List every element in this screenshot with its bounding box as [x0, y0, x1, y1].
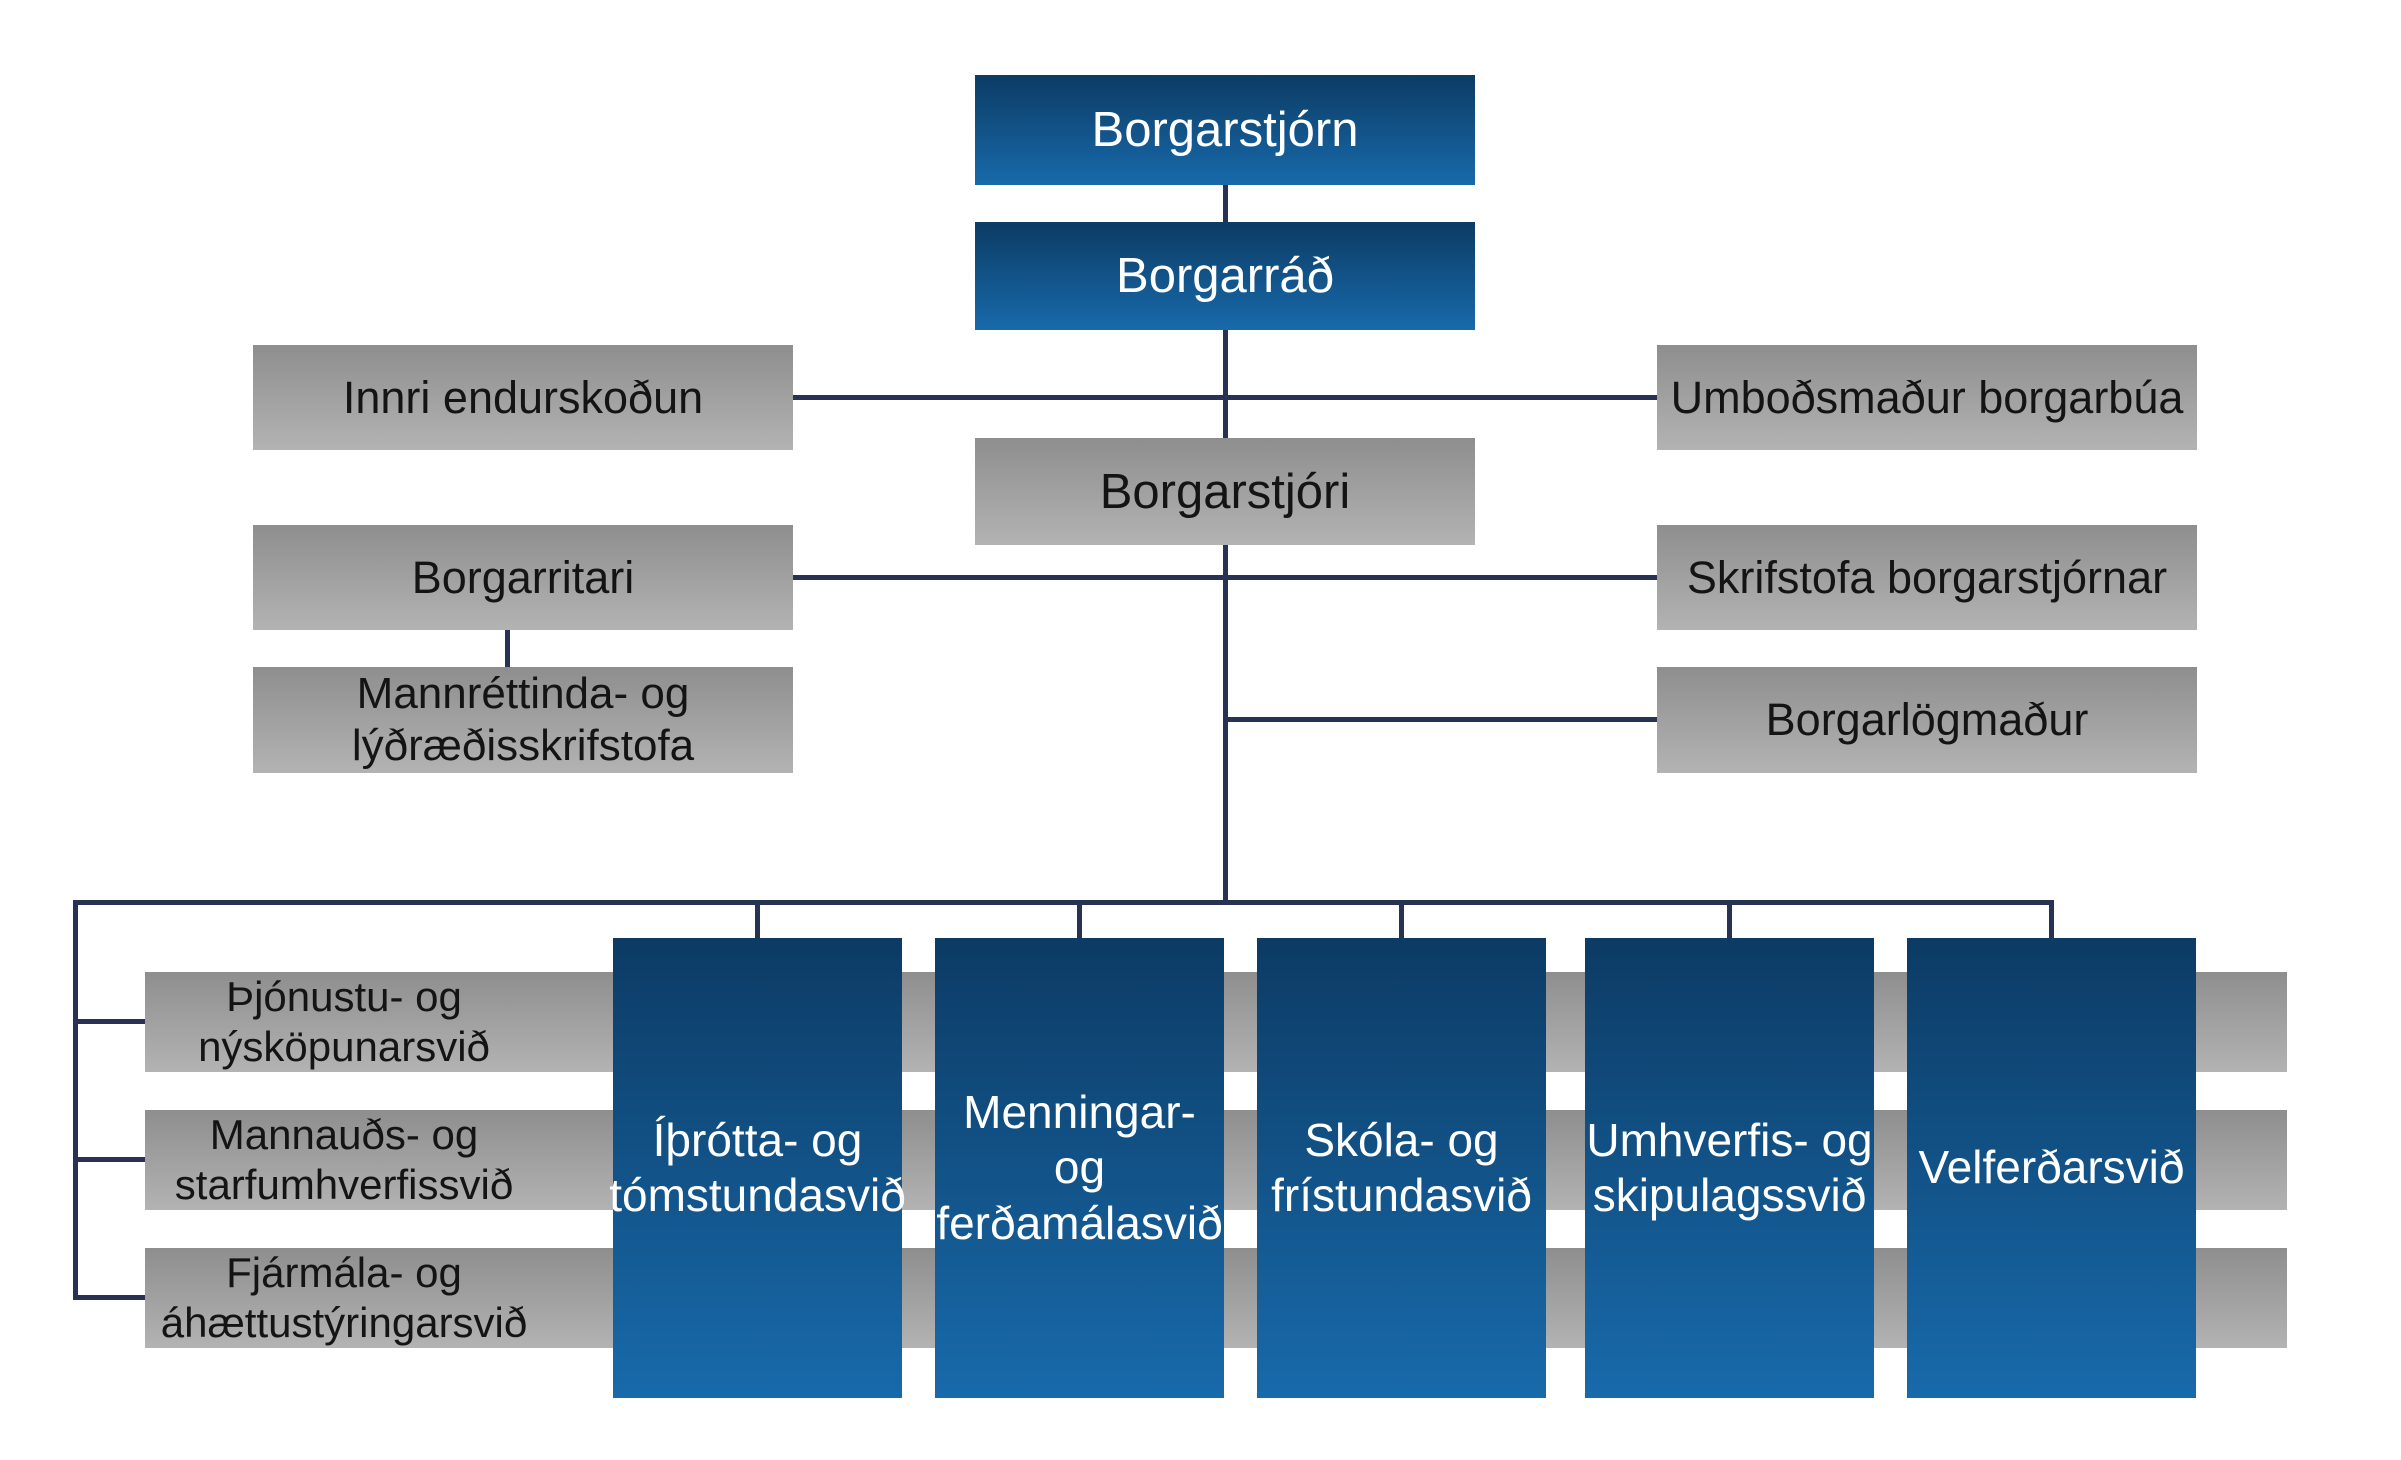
node-label-line: Mannréttinda- og [356, 669, 690, 719]
division-column-label-line: Velferðarsvið [1918, 1141, 2185, 1194]
node-label: Skrifstofa borgarstjórnar [1686, 551, 2168, 603]
connector-borgarstjorn-borgarrad [1223, 185, 1228, 222]
connector-branch-mannauds [73, 1157, 145, 1162]
division-column-label: Menningar- og ferðamálasvið [935, 1085, 1224, 1251]
node-label: Innri endurskoðun [342, 371, 704, 423]
division-row-label-thjonustu: Þjónustu- og nýsköpunarsvið [145, 972, 543, 1072]
node-label: Borgarstjóri [1099, 464, 1351, 519]
connector-borgarritari-mannrettinda [505, 630, 510, 667]
node-borgarstjorn: Borgarstjórn [975, 75, 1475, 185]
node-innri-endurskodun: Innri endurskoðun [253, 345, 793, 450]
division-column-label-line: tómstundasvið [609, 1169, 906, 1221]
division-column-label-line: Íþrótta- og [652, 1113, 863, 1166]
node-umbodsmadur-borgarbua: Umboðsmaður borgarbúa [1657, 345, 2197, 450]
connector-branch-thjonustu [73, 1019, 145, 1024]
node-mannrettinda-skrifstofa: Mannréttinda- og lýðræðisskrifstofa [253, 667, 793, 773]
division-row-label-line: starfumhverfissvið [174, 1161, 514, 1208]
node-label: Borgarritari [411, 551, 635, 603]
division-column-label: Skóla- og frístundasvið [1271, 1113, 1532, 1223]
division-row-label-line: Fjármála- og [226, 1248, 462, 1296]
connector-drop-skola [1399, 902, 1404, 938]
division-column-label: Íþrótta- og tómstundasvið [609, 1113, 906, 1223]
connector-drop-menningar [1077, 902, 1082, 938]
division-column-label-line: frístundasvið [1271, 1169, 1532, 1221]
division-column-skola: Skóla- og frístundasvið [1257, 938, 1546, 1398]
node-borgarritari: Borgarritari [253, 525, 793, 630]
connector-branch-fjarmala [73, 1295, 145, 1300]
division-row-label-line: Þjónustu- og [226, 972, 462, 1020]
node-borgarrad: Borgarráð [975, 222, 1475, 330]
division-row-label-fjarmala: Fjármála- og áhættustýringarsvið [145, 1248, 543, 1348]
division-column-menningar: Menningar- og ferðamálasvið [935, 938, 1224, 1398]
division-column-label-line: Umhverfis- og [1586, 1113, 1873, 1166]
division-column-ithrotta: Íþrótta- og tómstundasvið [609, 938, 906, 1398]
division-column-label-line: Menningar- og [963, 1086, 1196, 1194]
connector-drop-ithrotta [755, 902, 760, 938]
node-label: Borgarráð [1116, 249, 1334, 303]
connector-left-vertical [73, 900, 78, 1300]
division-row-label-line: Mannauðs- og [209, 1110, 479, 1158]
node-label: Borgarstjórn [1091, 103, 1359, 157]
node-label-line: lýðræðisskrifstofa [351, 721, 695, 770]
node-borgarlogmadur: Borgarlögmaður [1657, 667, 2197, 773]
division-row-label-mannauds: Mannauðs- og starfumhverfissvið [145, 1110, 543, 1210]
node-borgarstjori: Borgarstjóri [975, 438, 1475, 545]
division-column-label-line: ferðamálasvið [936, 1196, 1223, 1249]
division-column-label-line: skipulagssvið [1592, 1169, 1867, 1221]
connector-innri-umbodsmadur [793, 395, 1657, 400]
division-column-label-line: Skóla- og [1304, 1113, 1499, 1166]
node-skrifstofa-borgarstjornar: Skrifstofa borgarstjórnar [1657, 525, 2197, 630]
division-column-velferdar: Velferðarsvið [1907, 938, 2196, 1398]
division-column-label: Umhverfis- og skipulagssvið [1586, 1113, 1872, 1223]
division-row-label-line: áhættustýringarsvið [160, 1299, 528, 1346]
connector-central-vertical [1223, 545, 1228, 905]
division-column-umhverfis: Umhverfis- og skipulagssvið [1585, 938, 1874, 1398]
connector-borgarrad-borgarstjori [1223, 330, 1228, 438]
connector-borgarlogmadur [1225, 717, 1657, 722]
connector-bottom-horizontal [73, 900, 2054, 905]
connector-drop-umhverfis [1727, 902, 1732, 938]
node-label: Borgarlögmaður [1765, 694, 2089, 745]
division-row-label-line: nýsköpunarsvið [198, 1023, 490, 1070]
connector-borgarritari-skrifstofa [793, 575, 1657, 580]
division-column-label: Velferðarsvið [1919, 1140, 2185, 1195]
connector-drop-velferdar [2049, 902, 2054, 938]
node-label: Umboðsmaður borgarbúa [1670, 371, 2184, 423]
